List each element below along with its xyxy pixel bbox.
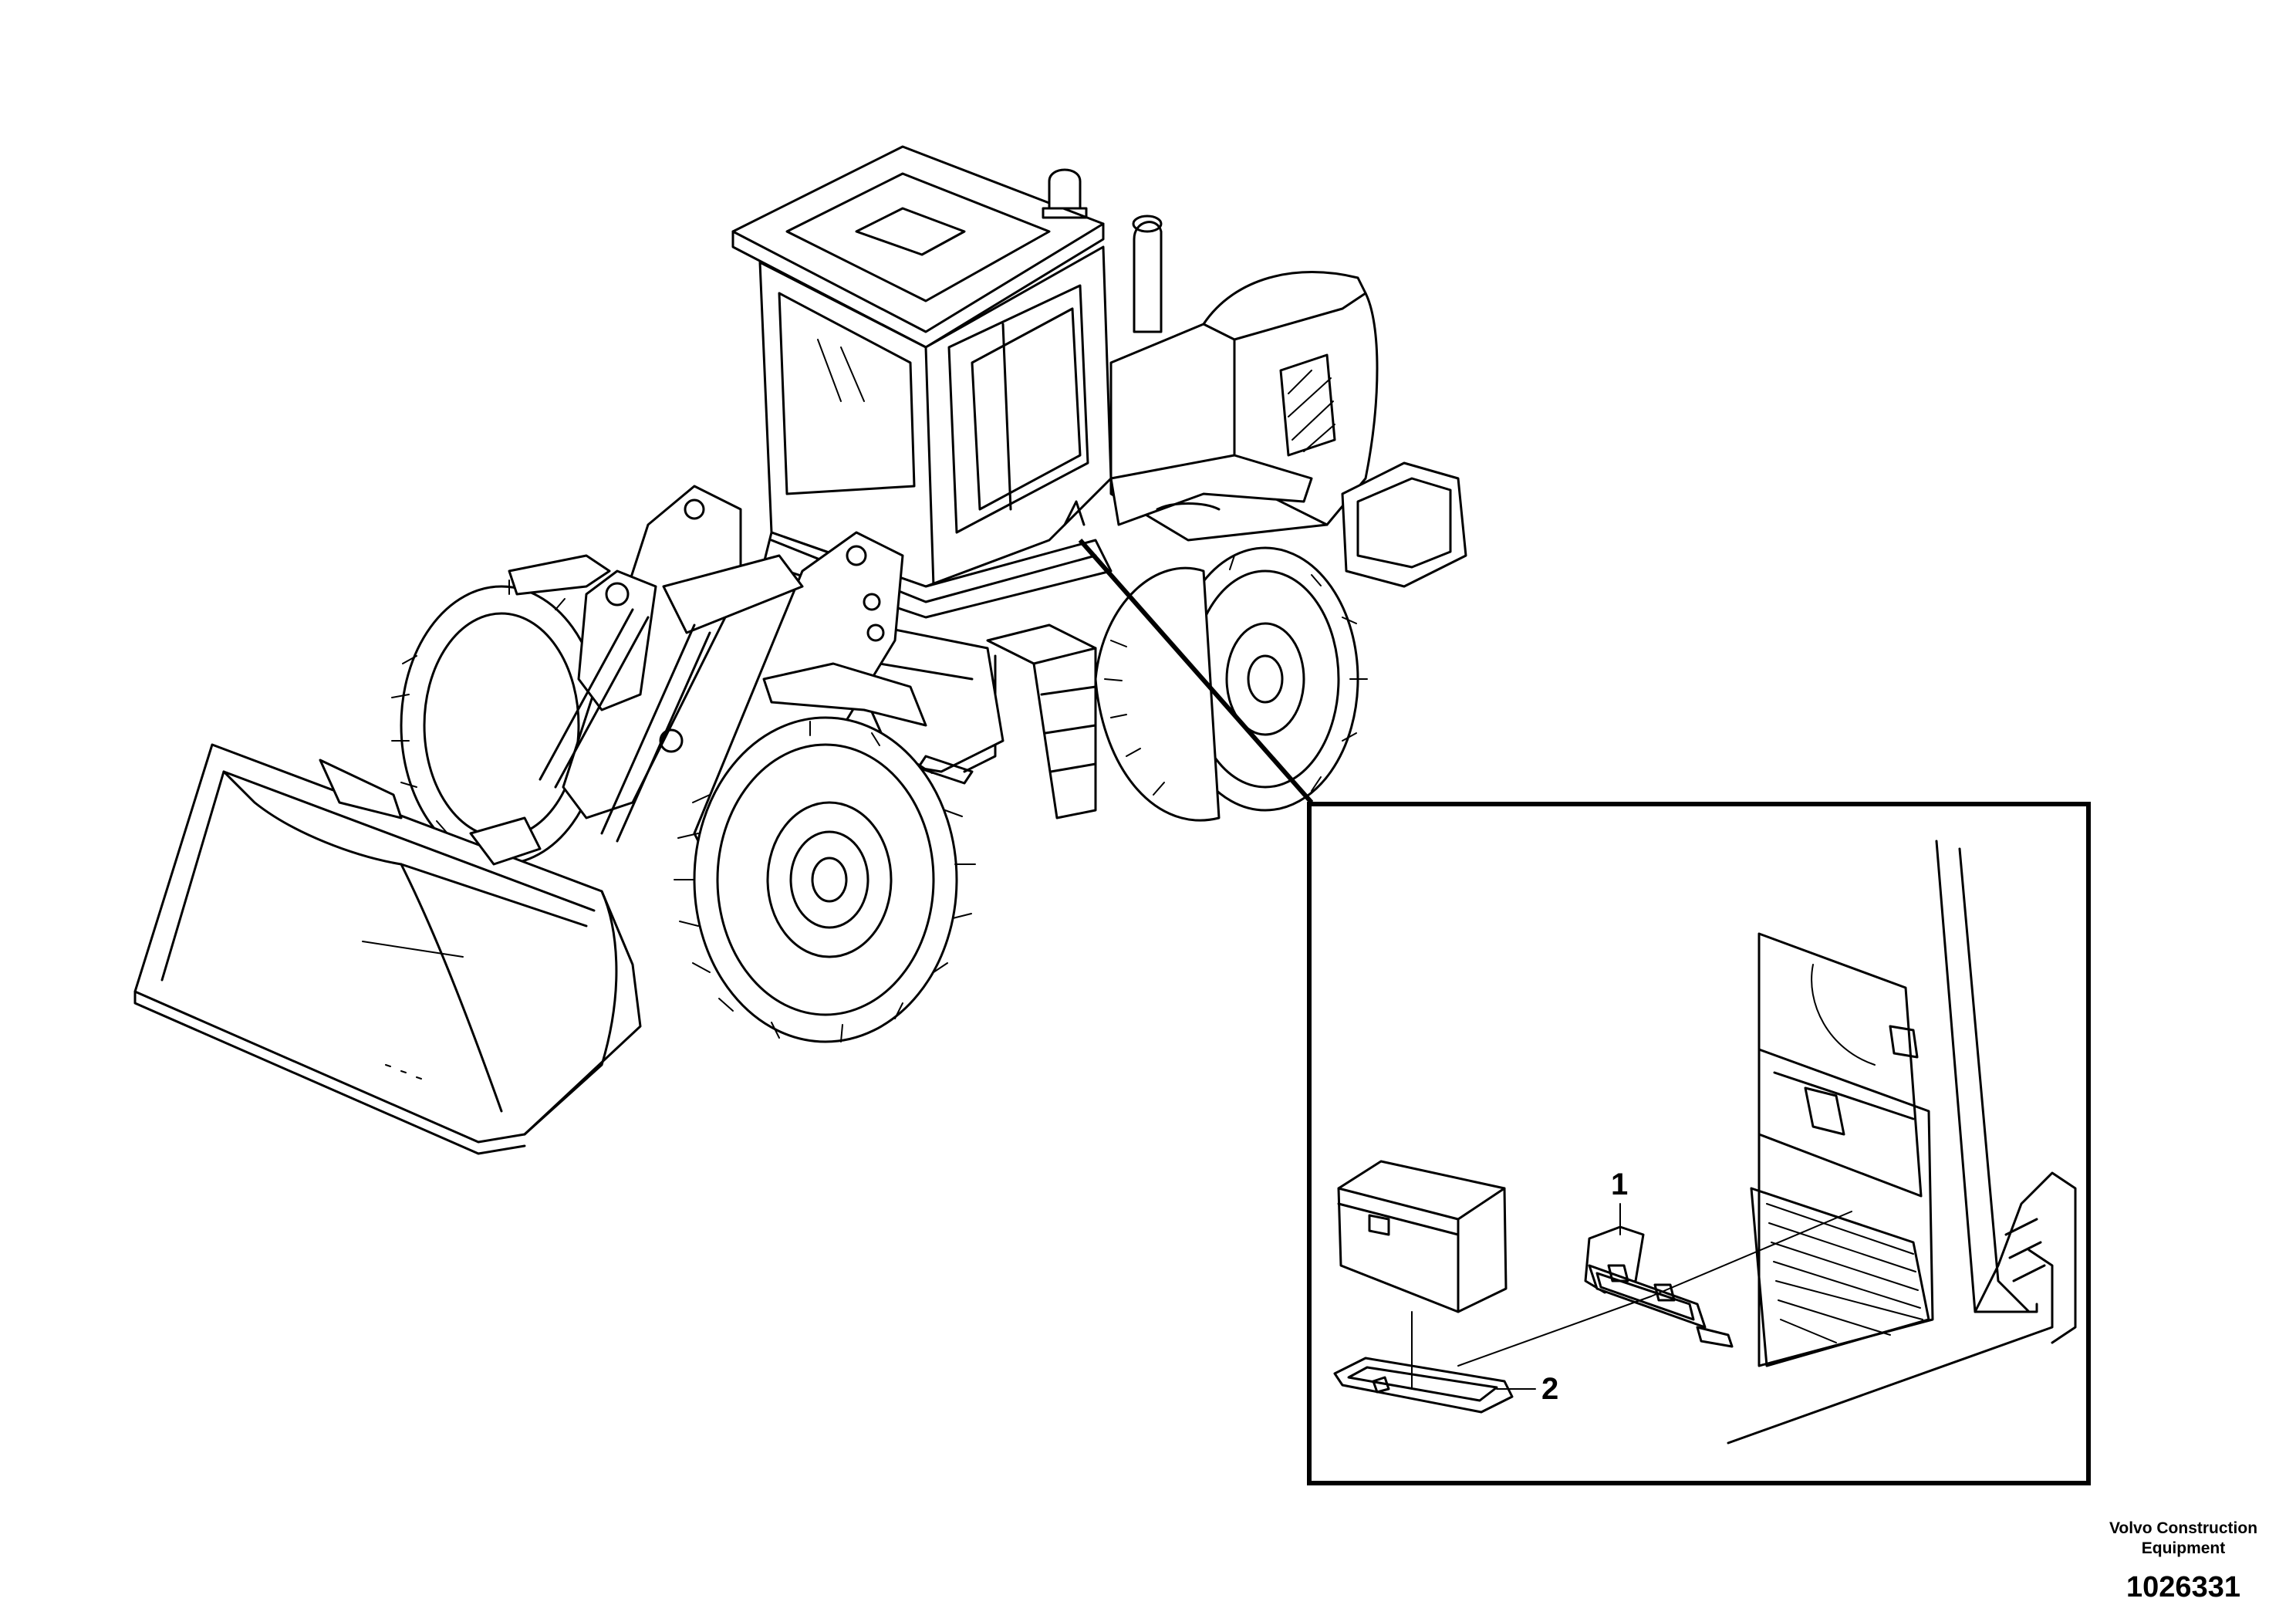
detail-inset	[1307, 802, 2091, 1485]
company-name: Volvo Construction Equipment	[2098, 1519, 2268, 1559]
part-2-kit	[1333, 1160, 1514, 1414]
engine-hood	[1109, 215, 1467, 588]
bucket	[133, 743, 642, 1155]
rear-left-wheel	[1094, 566, 1221, 822]
company-name-line1: Volvo Construction	[2109, 1519, 2258, 1537]
wheel-loader-illustration	[133, 145, 1467, 1155]
front-right-wheel	[674, 716, 976, 1043]
rear-wheel	[1157, 546, 1368, 812]
callout-1-leader	[1619, 1203, 1852, 1297]
callout-1-label: 1	[1611, 1168, 1629, 1201]
front-fender	[508, 554, 927, 727]
cab	[731, 145, 1113, 619]
perforated-floor	[1750, 1187, 1930, 1367]
detail-leader-line	[1078, 539, 1314, 804]
figure-number: 1026331	[2126, 1571, 2240, 1603]
cab-interior	[1727, 840, 2077, 1445]
company-name-line2: Equipment	[2141, 1539, 2226, 1557]
callout-2-label: 2	[1541, 1372, 1559, 1406]
part-1-bracket	[1584, 1225, 1734, 1348]
detail-frame	[1307, 802, 2091, 1485]
callout-2-leader	[1457, 1296, 1652, 1390]
